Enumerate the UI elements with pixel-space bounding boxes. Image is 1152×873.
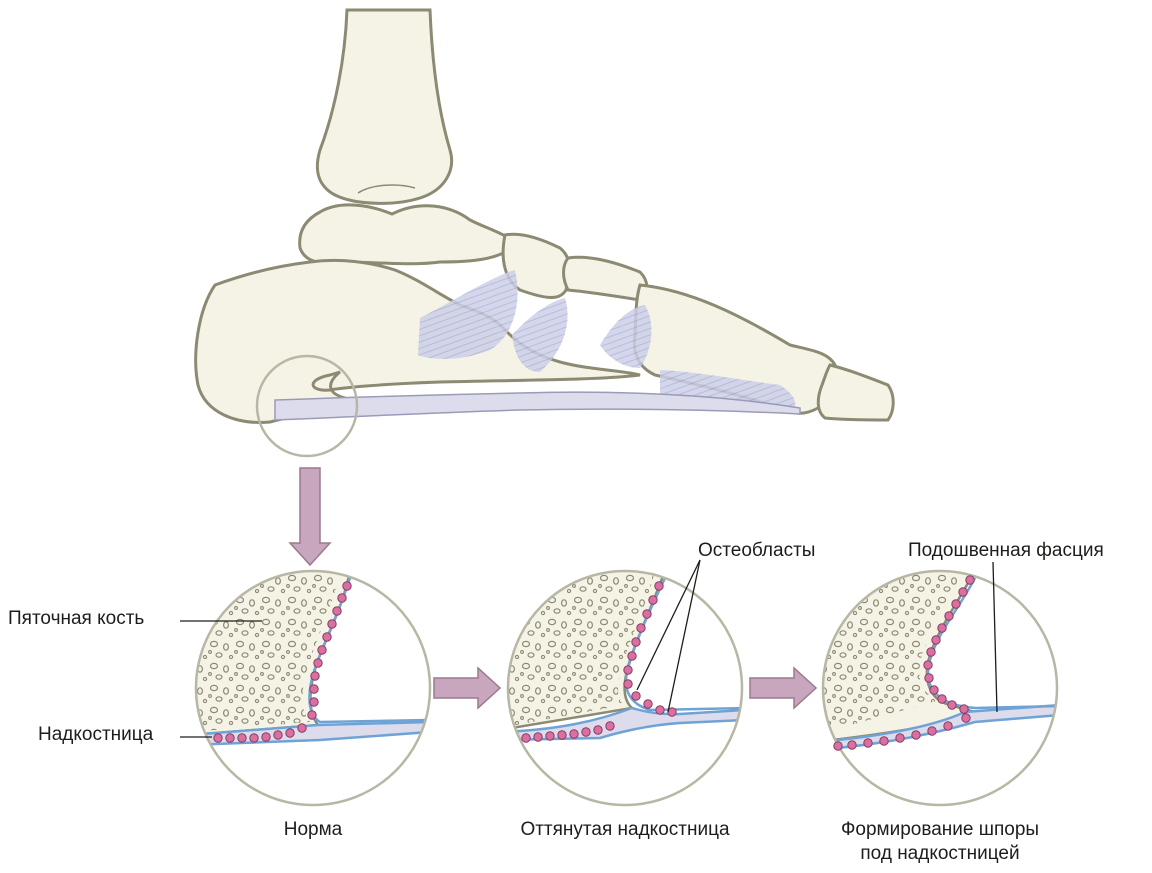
osteoblast-cell — [297, 723, 307, 733]
osteoblast-cell — [327, 619, 337, 629]
osteoblast-cell — [961, 713, 971, 723]
label-osteoblasts: Остеобласты — [698, 540, 816, 561]
osteoblast-cell — [631, 637, 641, 647]
caption-spur-line2: под надкостницей — [860, 843, 1020, 864]
calcaneus-bone — [194, 258, 641, 424]
osteoblast-cell — [944, 611, 954, 621]
osteoblast-cell — [631, 691, 641, 701]
osteoblast-cell — [923, 660, 933, 670]
circle-pulled — [506, 569, 744, 807]
osteoblast-cell — [322, 632, 332, 642]
osteoblast-cell — [937, 694, 947, 704]
osteoblast-cell — [911, 730, 921, 740]
osteoblast-cell — [863, 738, 873, 748]
tibia-bone — [315, 8, 454, 205]
osteoblast-cell — [927, 726, 937, 736]
osteoblast-cell — [605, 721, 615, 731]
osteoblast-cell — [623, 679, 633, 689]
osteoblast-cell — [309, 697, 319, 707]
osteoblast-cell — [951, 599, 961, 609]
osteoblast-cell — [309, 684, 319, 694]
heel-focus-circle — [255, 354, 359, 458]
osteoblast-cell — [895, 733, 905, 743]
osteoblast-cell — [342, 581, 352, 591]
talus-bone — [298, 203, 517, 266]
osteoblast-cell — [833, 741, 843, 751]
osteoblast-cell — [947, 700, 957, 710]
osteoblast-cell — [667, 707, 677, 717]
label-periosteum: Надкостница — [38, 724, 154, 745]
osteoblast-cell — [581, 727, 591, 737]
osteoblast-cell — [273, 730, 283, 740]
osteoblast-cell — [655, 705, 665, 715]
osteoblast-cell — [943, 721, 953, 731]
osteoblast-cell — [627, 651, 637, 661]
osteoblast-cell — [623, 665, 633, 675]
osteoblast-cell — [924, 673, 934, 683]
osteoblast-cell — [958, 587, 968, 597]
osteoblast-cells — [213, 575, 975, 751]
foot-skeleton — [194, 8, 895, 458]
osteoblast-cell — [521, 733, 531, 743]
osteoblast-cell — [643, 699, 653, 709]
cuneiform-bone — [562, 255, 649, 302]
osteoblast-cell — [847, 740, 857, 750]
osteoblast-cell — [310, 671, 320, 681]
osteoblast-cell — [261, 732, 271, 742]
osteoblast-cell — [332, 606, 342, 616]
caption-pulled: Оттянутая надкостница — [520, 819, 730, 840]
right-arrow-1 — [433, 666, 502, 710]
osteoblast-cell — [285, 728, 295, 738]
osteoblast-cell — [931, 635, 941, 645]
down-arrow — [288, 467, 332, 567]
osteoblast-cell — [557, 730, 567, 740]
osteoblast-cell — [337, 593, 347, 603]
osteoblast-cell — [879, 736, 889, 746]
osteoblast-cell — [593, 725, 603, 735]
caption-normal: Норма — [283, 819, 343, 840]
osteoblast-cell — [636, 623, 646, 633]
caption-spur-line1: Формирование шпоры — [840, 819, 1040, 840]
osteoblast-cell — [929, 685, 939, 695]
osteoblast-cell — [307, 710, 317, 720]
osteoblast-cell — [642, 609, 652, 619]
ligament-shading — [418, 270, 796, 412]
osteoblast-cell — [937, 623, 947, 633]
osteoblast-cell — [926, 647, 936, 657]
osteoblast-cell — [225, 733, 235, 743]
pointer-lines — [180, 559, 998, 738]
osteoblast-cell — [965, 575, 975, 585]
osteoblast-cell — [213, 733, 223, 743]
phalanx-bone — [816, 363, 895, 422]
osteoblast-cell — [313, 658, 323, 668]
label-plantar-fascia: Подошвенная фасция — [908, 540, 1104, 561]
osteoblast-cell — [569, 729, 579, 739]
osteoblast-cell — [648, 595, 658, 605]
osteoblast-cell — [654, 581, 664, 591]
label-calcaneus: Пяточная кость — [8, 608, 145, 629]
osteoblast-cell — [545, 731, 555, 741]
osteoblast-cell — [237, 733, 247, 743]
osteoblast-cell — [249, 733, 259, 743]
osteoblast-cell — [317, 645, 327, 655]
osteoblast-cell — [959, 704, 969, 714]
right-arrow-2 — [749, 666, 818, 710]
osteoblast-cell — [533, 732, 543, 742]
plantar-fascia-band — [274, 391, 801, 421]
